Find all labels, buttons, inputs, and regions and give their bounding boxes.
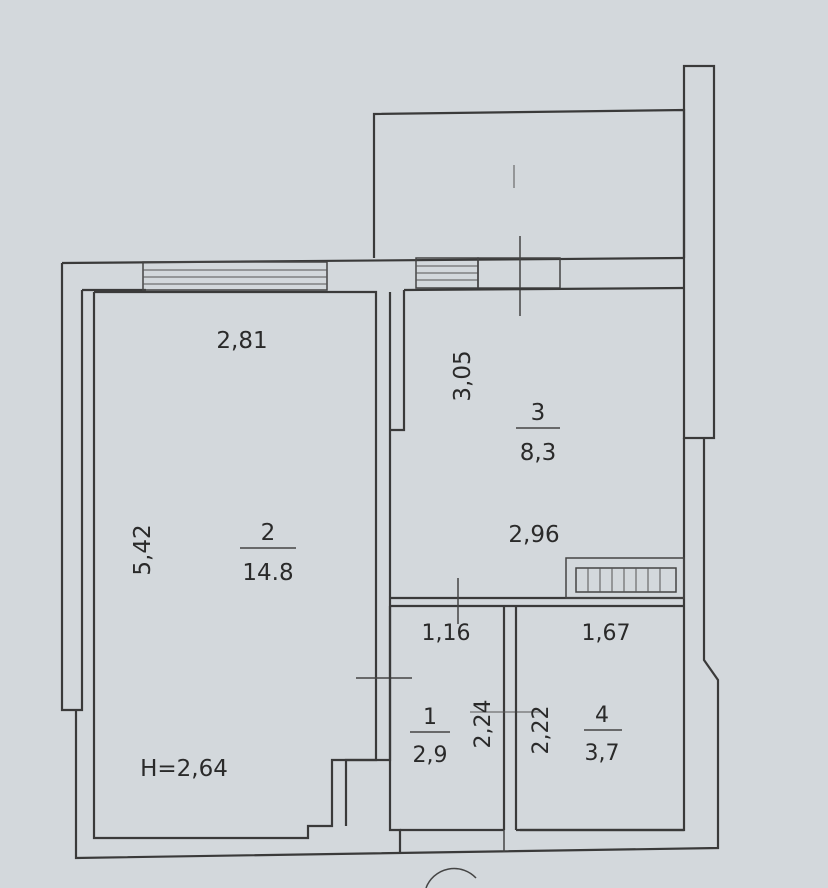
dim-room4-length: 2,22 xyxy=(529,706,554,755)
room1-area: 2,9 xyxy=(413,743,448,768)
window-room2 xyxy=(142,261,328,291)
dim-room3-length: 3,05 xyxy=(450,350,476,401)
dim-room4-width: 1,67 xyxy=(582,621,631,646)
labels: 2,81 5,42 2 14.8 H=2,64 3,05 3 8,3 2,96 … xyxy=(130,328,630,782)
dim-room3-width: 2,96 xyxy=(508,522,559,548)
room4-number: 4 xyxy=(595,703,609,728)
vent-shaft xyxy=(565,557,685,599)
room3-number: 3 xyxy=(531,400,546,426)
room-4 xyxy=(514,606,684,832)
dim-room1-length: 2,24 xyxy=(471,700,496,749)
ceiling-height: H=2,64 xyxy=(140,756,228,782)
window-room3 xyxy=(415,236,561,316)
dim-room2-length: 5,42 xyxy=(130,524,156,575)
dim-room2-width: 2,81 xyxy=(216,328,267,354)
dim-room1-width: 1,16 xyxy=(422,621,471,646)
balcony xyxy=(372,64,716,440)
room-2 xyxy=(92,290,412,840)
room4-area: 3,7 xyxy=(585,741,620,766)
room3-area: 8,3 xyxy=(520,440,557,466)
room-1 xyxy=(388,606,540,888)
room1-number: 1 xyxy=(423,705,437,730)
room2-number: 2 xyxy=(261,520,276,546)
room2-area: 14.8 xyxy=(242,560,293,586)
